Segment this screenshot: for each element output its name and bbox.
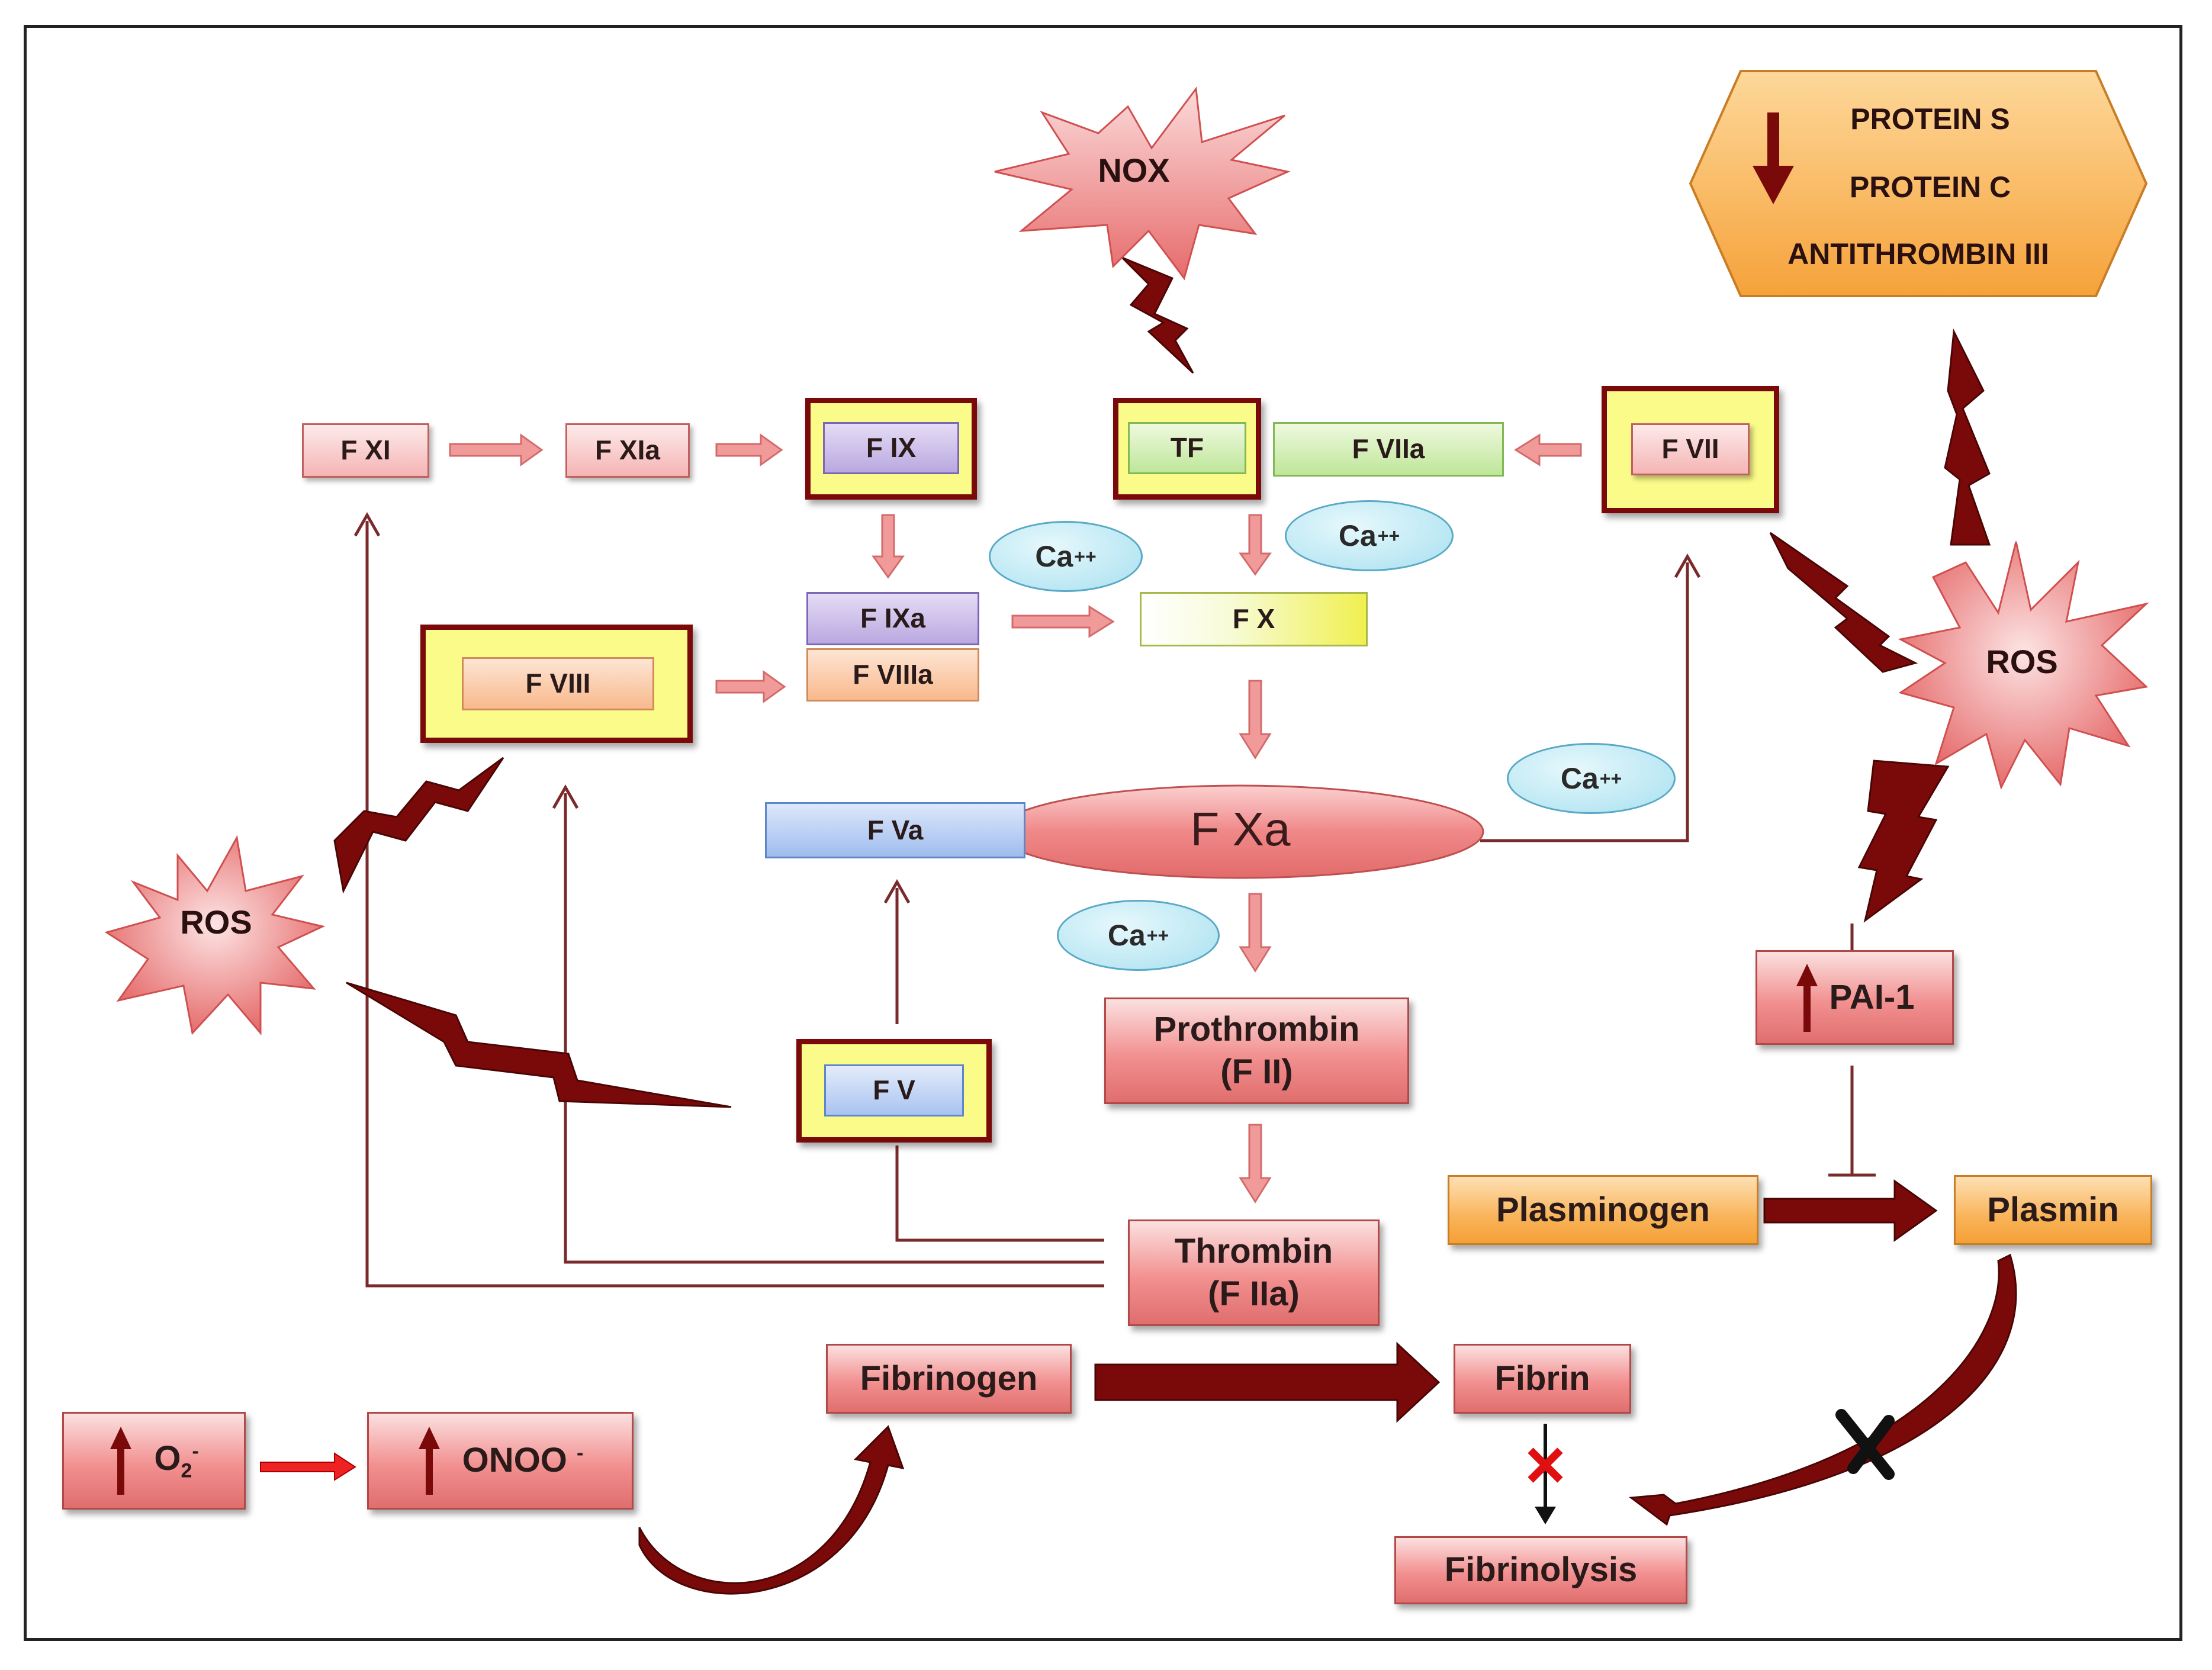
fxi-box: F XI	[302, 423, 429, 478]
hexagon-protein-s: PROTEIN S	[1850, 102, 2010, 136]
hexagon-antithrombin: ANTITHROMBIN III	[1787, 237, 2049, 271]
arrow-o2-onoo	[260, 1452, 356, 1481]
bolt-ros-fv	[346, 982, 732, 1108]
thrombin-code: (F IIa)	[1208, 1275, 1300, 1313]
nox-burst	[994, 86, 1291, 281]
arrow-fxa-prothrombin	[1239, 893, 1272, 973]
fviii-box: F VIII	[462, 657, 654, 710]
fv-box: F V	[824, 1064, 964, 1116]
fviia-box: F VIIa	[1273, 422, 1504, 477]
plasmin-box: Plasmin	[1954, 1175, 2152, 1245]
fibrinogen-box: Fibrinogen	[826, 1344, 1072, 1414]
anticoagulant-hexagon	[1689, 70, 2148, 297]
calcium-ellipse: Ca++	[989, 521, 1143, 592]
pai1-up-arrow-icon	[1796, 963, 1818, 1032]
prothrombin-name: Prothrombin	[1153, 1009, 1360, 1048]
thrombin-name: Thrombin	[1174, 1231, 1333, 1270]
o2-box: O2-	[62, 1412, 246, 1510]
arrow-fibrin-fibrinolysis	[1528, 1424, 1563, 1524]
arrow-prothrombin-thrombin	[1239, 1124, 1272, 1204]
onoo-label: ONOO -	[462, 1441, 584, 1480]
onoo-up-arrow-icon	[418, 1427, 440, 1495]
line-thrombin-fv	[895, 1145, 1104, 1242]
line-fxa-fvii	[1480, 562, 1689, 842]
bolt-ros-fviii	[333, 757, 504, 894]
arrow-onoo-fibrinogen	[638, 1425, 905, 1595]
arrow-fxi-fxia	[449, 433, 544, 466]
arrow-fibrinogen-fibrin	[1094, 1341, 1441, 1423]
plasminogen-box: Plasminogen	[1448, 1175, 1758, 1245]
bolt-ros-fvii	[1769, 532, 1918, 673]
calcium-ellipse: Ca++	[1057, 900, 1220, 971]
arrow-plasmin-fibrinolysis	[1628, 1253, 2017, 1526]
arrow-fix-fixa	[872, 514, 905, 579]
prothrombin-box: Prothrombin (F II)	[1104, 998, 1409, 1104]
nox-label: NOX	[1098, 152, 1170, 189]
arrow-plasminogen-plasmin	[1763, 1179, 1938, 1242]
o2-up-arrow-icon	[110, 1427, 132, 1495]
arrow-fixa-fx	[1011, 605, 1115, 638]
fixa-box: F IXa	[806, 592, 979, 645]
line-thrombin-fxi	[365, 521, 1104, 1288]
onoo-box: ONOO -	[367, 1412, 634, 1510]
fibrin-box: Fibrin	[1454, 1344, 1631, 1414]
bolt-hex-ros	[1944, 328, 1991, 546]
pai1-label: PAI-1	[1829, 977, 1915, 1016]
arrow-fx-fxa	[1239, 680, 1272, 760]
fviiia-box: F VIIIa	[806, 648, 979, 702]
fibrinolysis-box: Fibrinolysis	[1394, 1536, 1687, 1604]
ros-left-burst	[104, 835, 326, 1036]
thrombin-box: Thrombin (F IIa)	[1128, 1219, 1380, 1326]
pai1-box: PAI-1	[1756, 950, 1954, 1045]
fvii-box: F VII	[1631, 423, 1750, 475]
tf-box: TF	[1128, 422, 1246, 474]
fxia-box: F XIa	[565, 423, 690, 478]
fva-box: F Va	[765, 802, 1025, 858]
calcium-ellipse: Ca++	[1285, 500, 1454, 571]
fix-box: F IX	[823, 422, 959, 474]
arrow-tf-fx	[1239, 514, 1272, 576]
hexagon-protein-c: PROTEIN C	[1849, 170, 2011, 204]
line-thrombin-fviii	[564, 793, 1104, 1264]
ros-right-label: ROS	[1986, 643, 2058, 680]
o2-label: O2-	[154, 1439, 199, 1483]
ros-left-label: ROS	[180, 903, 252, 941]
hexagon-down-arrow	[1753, 112, 1794, 204]
fxa-label: F Xa	[1190, 803, 1291, 855]
calcium-ellipse: Ca++	[1507, 743, 1676, 814]
arrow-fvii-fviia	[1514, 433, 1582, 466]
bolt-nox-tf	[1121, 256, 1194, 374]
ros-right-burst	[1898, 541, 2150, 790]
arrow-fxia-fix	[715, 433, 783, 466]
bolt-pai1-ros	[1857, 760, 1950, 923]
prothrombin-code: (F II)	[1220, 1053, 1293, 1091]
arrow-fviii-fviiia	[715, 670, 786, 703]
fx-box: F X	[1140, 592, 1368, 646]
